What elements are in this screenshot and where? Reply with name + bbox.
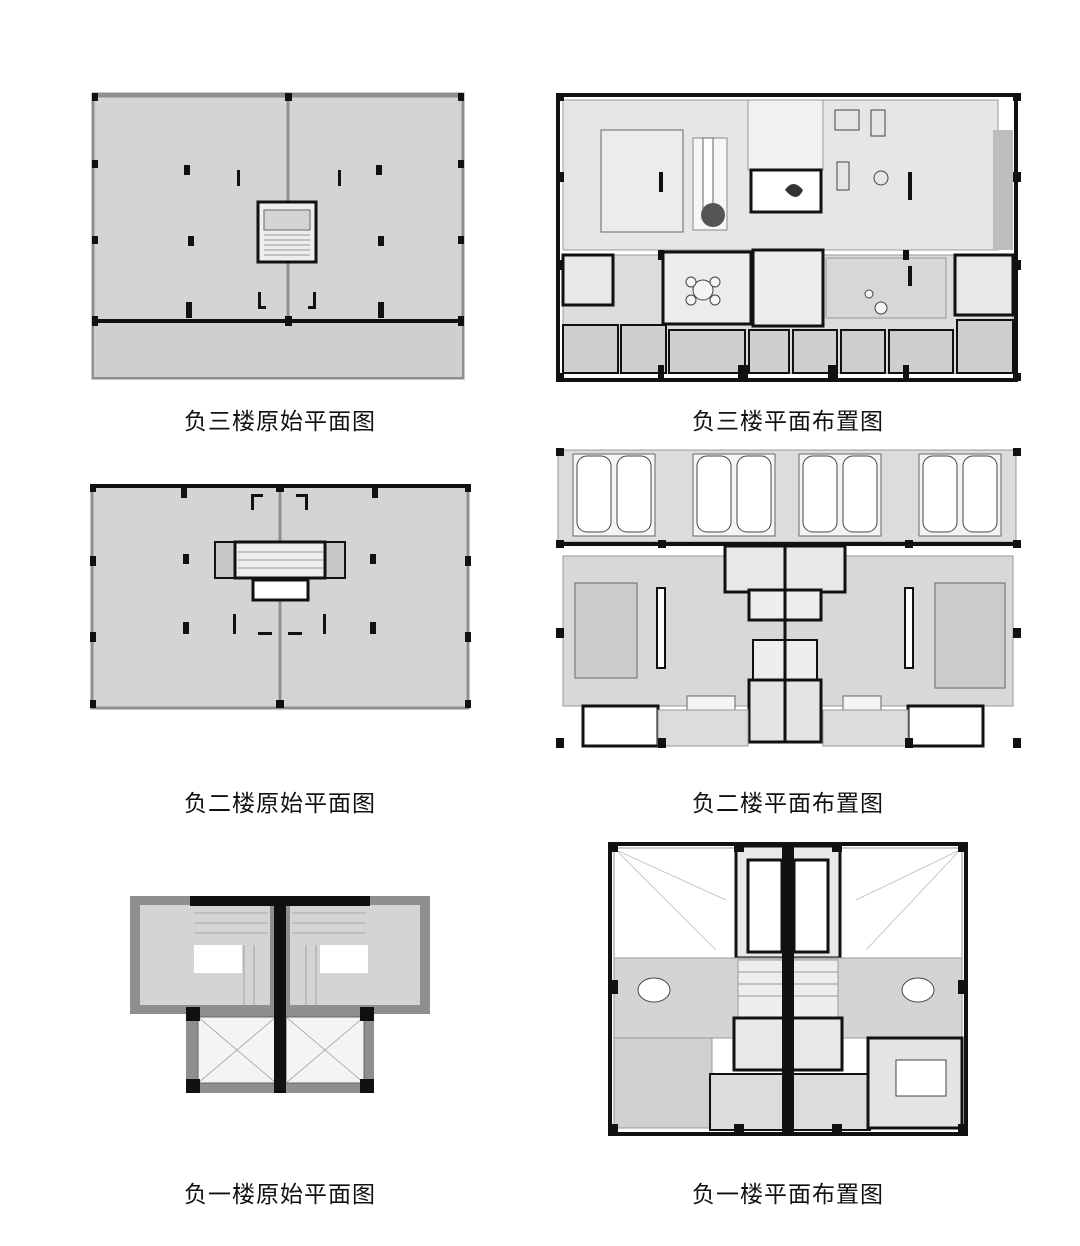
b1-original-plan [128,893,433,1095]
b2-layout-caption: 负二楼平面布置图 [692,791,884,817]
b1-original-caption: 负一楼原始平面图 [184,1182,376,1208]
b3-original-plan [88,90,468,382]
b1-layout-plan [606,840,971,1140]
b1-layout-caption: 负一楼平面布置图 [692,1182,884,1208]
b2-original-caption: 负二楼原始平面图 [184,791,376,817]
b3-layout-caption: 负三楼平面布置图 [692,409,884,435]
b3-layout-plan [553,90,1023,385]
b2-original-plan [88,482,473,712]
b3-original-caption: 负三楼原始平面图 [184,409,376,435]
b2-layout-plan [553,448,1023,758]
